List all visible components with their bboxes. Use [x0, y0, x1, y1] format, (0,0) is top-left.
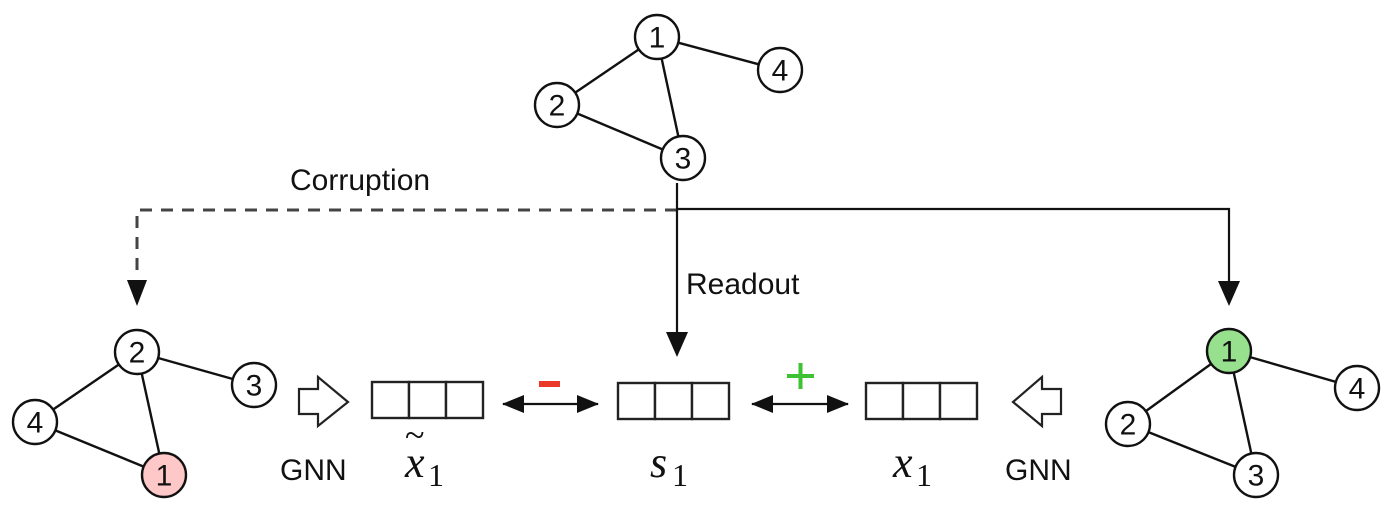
positive-sign-icon: [787, 363, 814, 389]
node-2-label: 2: [129, 337, 146, 370]
edge-1-3: [1232, 372, 1253, 454]
edge-2-3: [157, 356, 234, 381]
edge-1-4: [1249, 355, 1337, 384]
node-4-label: 4: [27, 407, 44, 440]
vector-cell-1: [864, 381, 905, 421]
node-4-label: 4: [772, 55, 789, 88]
node-4-circle: [756, 46, 804, 94]
edge-2-3: [1147, 431, 1237, 468]
node-1-circle: [140, 451, 188, 499]
summary-subscript: 1: [672, 457, 688, 493]
edge-2-1: [140, 373, 161, 454]
node-3: 3: [659, 134, 707, 182]
node-1-label: 1: [649, 22, 666, 55]
node-2-circle: [113, 328, 161, 376]
vector-cell-2: [901, 381, 942, 421]
node-1: 1: [140, 451, 188, 499]
corrupted-subscript: 1: [428, 457, 444, 493]
node-2-label: 2: [1120, 409, 1137, 442]
node-2: 2: [533, 81, 581, 129]
vector-cell-2: [407, 380, 448, 420]
positive-graph: 1 2 3 4: [1104, 327, 1381, 499]
tilde-accent: ~: [405, 415, 424, 455]
node-4-circle: [11, 398, 59, 446]
summary-symbol: s: [650, 438, 667, 487]
node-4: 4: [1333, 364, 1381, 412]
node-2: 2: [1104, 400, 1152, 448]
gnn-arrow-right-icon: [297, 374, 350, 429]
node-3-circle: [659, 134, 707, 182]
gnn-arrow-left-icon: [1011, 374, 1063, 429]
node-3-label: 3: [1248, 460, 1265, 493]
positive-embedding-vector: [864, 381, 979, 421]
corrupted-embedding-vector: [370, 380, 485, 420]
vector-cell-1: [616, 381, 657, 421]
corruption-arrowhead: [127, 280, 147, 306]
negative-sign-icon: [539, 381, 560, 387]
node-1: 1: [1205, 327, 1253, 375]
positive-path: [677, 207, 1231, 282]
vector-cell-3: [444, 380, 485, 420]
original-graph: 1 2 3 4: [533, 13, 804, 182]
node-4-circle: [1333, 364, 1381, 412]
node-3-circle: [230, 361, 278, 409]
node-2-circle: [1104, 400, 1152, 448]
positive-subscript: 1: [916, 457, 932, 493]
corrupted-symbol: x: [404, 438, 425, 487]
node-1-label: 1: [1221, 336, 1238, 369]
node-3: 3: [1232, 451, 1280, 499]
node-3-circle: [1232, 451, 1280, 499]
node-1: 1: [633, 13, 681, 61]
positive-symbol: x: [892, 438, 913, 487]
node-2-label: 2: [549, 90, 566, 123]
vector-cell-3: [690, 381, 731, 421]
edge-1-4: [677, 41, 760, 66]
summary-vector: [616, 381, 731, 421]
summary-label: s 1: [650, 438, 688, 493]
node-4: 4: [11, 398, 59, 446]
node-1-circle: [1205, 327, 1253, 375]
node-3-label: 3: [675, 143, 692, 176]
node-2: 2: [113, 328, 161, 376]
vector-cell-2: [653, 381, 694, 421]
edge-1-3: [660, 58, 680, 137]
node-1-label: 1: [156, 460, 173, 493]
gnn-label-left: GNN: [280, 454, 347, 487]
edge-1-2: [574, 48, 640, 94]
positive-embedding-label: x 1: [892, 438, 932, 493]
node-3-label: 3: [246, 370, 263, 403]
corruption-label: Corruption: [290, 164, 430, 197]
edge-2-3: [576, 112, 664, 151]
edge-1-2: [1145, 362, 1212, 413]
readout-label: Readout: [686, 268, 800, 301]
node-4: 4: [756, 46, 804, 94]
flow-lines: [127, 183, 1240, 357]
corruption-path: [135, 208, 677, 276]
node-1-circle: [633, 13, 681, 61]
corrupted-embedding-label: x 1 ~: [404, 415, 444, 493]
corrupted-graph: 2 3 4 1: [11, 328, 278, 499]
edge-4-1: [54, 429, 145, 468]
node-4-label: 4: [1349, 373, 1366, 406]
positive-arrowhead: [1218, 281, 1240, 306]
vector-cell-1: [370, 380, 411, 420]
node-2-circle: [533, 81, 581, 129]
gnn-label-right: GNN: [1005, 454, 1072, 487]
node-3: 3: [230, 361, 278, 409]
readout-arrowhead: [666, 332, 688, 357]
vector-cell-3: [938, 381, 979, 421]
edge-2-4: [52, 363, 120, 411]
